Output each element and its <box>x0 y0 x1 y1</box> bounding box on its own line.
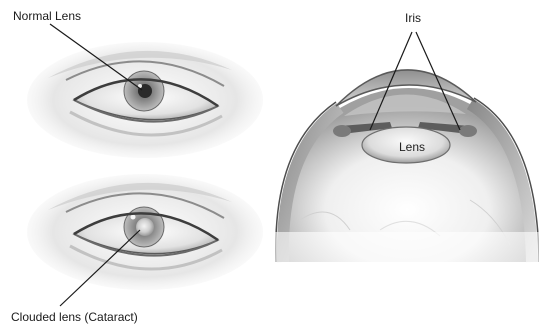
eye-cross-section-illustration <box>270 70 539 272</box>
normal-eye-illustration <box>27 42 263 158</box>
iris-label: Iris <box>405 11 421 25</box>
lens-label: Lens <box>399 140 425 154</box>
cataract-eye-illustration <box>27 174 263 290</box>
normal-lens-label: Normal Lens <box>13 9 81 23</box>
clouded-lens-label: Clouded lens (Cataract) <box>11 310 138 324</box>
